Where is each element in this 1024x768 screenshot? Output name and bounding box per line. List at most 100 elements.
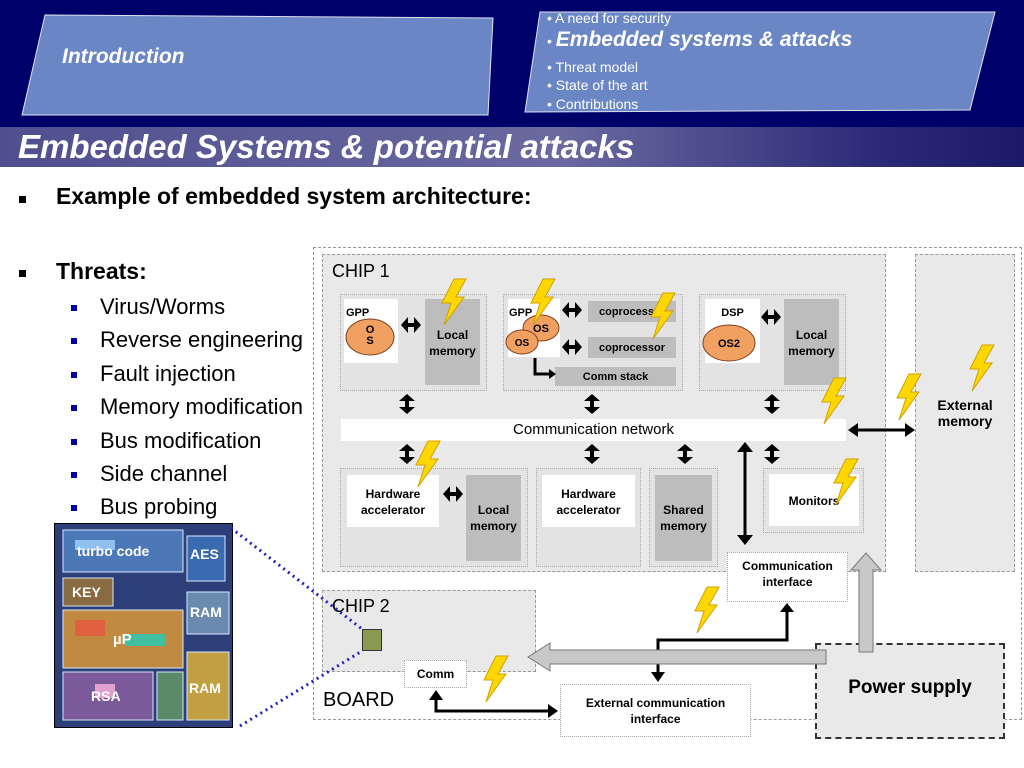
vertical-arrow [677, 444, 693, 464]
coprocessor-1-label: coprocessor [598, 306, 666, 318]
comm-interface-box [727, 552, 848, 602]
sub-bullet [71, 505, 77, 511]
threat-item: Side channel [100, 461, 228, 486]
die-label: RSA [91, 688, 121, 704]
threat-item: Bus modification [100, 428, 262, 453]
os-a-label: OS [533, 323, 549, 335]
comm-interface-label: Communication interface [742, 559, 833, 589]
local-memory-2 [466, 475, 521, 561]
bullet-threats: Threats: [56, 258, 147, 284]
die-label: turbo code [77, 543, 150, 559]
header-tabs [21, 11, 996, 116]
local-memory-3-label: Local memory [788, 328, 835, 358]
comm-box [404, 660, 467, 688]
dsp-label: DSP [721, 307, 744, 319]
chip2-die-icon [362, 629, 382, 651]
local-memory-1-label: Local memory [429, 328, 476, 358]
nav-item-security[interactable]: • A need for security [547, 10, 671, 26]
local-memory-3 [784, 299, 839, 385]
hw-acc-1-box [347, 475, 439, 527]
comm-link-connector [434, 700, 548, 713]
ext-comm-interface-label: External communication interface [585, 696, 726, 726]
zoom-line-top [230, 526, 363, 631]
threat-item: Bus probing [100, 494, 218, 519]
shared-memory-label: Shared memory [660, 503, 707, 533]
title-bar [0, 127, 1024, 167]
vertical-arrow [399, 394, 415, 414]
lightning-icon [415, 440, 441, 488]
comm-stack-connector [533, 358, 553, 376]
lightning-icon [650, 292, 676, 340]
nav-item-embedded[interactable]: • Embedded systems & attacks [547, 28, 852, 52]
comm-label: Comm [416, 667, 455, 681]
lightning-icon [821, 377, 847, 425]
hw-acc-2-label: Hardware accelerator [556, 487, 621, 517]
threat-item: Virus/Worms [100, 294, 226, 319]
vertical-arrow [584, 394, 600, 414]
bidirectional-arrow [562, 302, 582, 318]
lightning-icon [969, 344, 995, 392]
lightning-icon [441, 278, 467, 326]
slide-title: Embedded Systems & potential attacks [18, 128, 635, 165]
die-label: RAM [189, 680, 221, 696]
sub-bullet [71, 439, 77, 445]
threat-item: Reverse engineering [100, 327, 304, 352]
gpp2-label: GPP [509, 307, 533, 319]
lightning-icon [833, 458, 859, 506]
external-memory-region [915, 254, 1015, 572]
shared-memory [655, 475, 712, 561]
vertical-arrow [584, 444, 600, 464]
nav-item-state-of-art[interactable]: • State of the art [547, 77, 648, 93]
external-memory-label: External memory [937, 397, 993, 429]
bullet-example: Example of embedded system architecture: [56, 183, 532, 209]
power-arrow-left [527, 642, 827, 672]
bullet-square [19, 196, 26, 203]
lightning-icon [483, 655, 509, 703]
power-supply-label: Power supply [848, 677, 972, 698]
chip1-label: CHIP 1 [332, 261, 390, 281]
sub-bullet [71, 338, 77, 344]
nav-active-bullet: • [547, 33, 552, 49]
communication-network-label: Communication network [513, 421, 674, 438]
bidirectional-arrow [401, 317, 421, 333]
gpp1-label: GPP [346, 307, 370, 319]
lightning-icon [896, 373, 922, 421]
power-arrow-up [849, 552, 883, 653]
power-supply-box [815, 643, 1005, 739]
outline-tab-shape [524, 11, 996, 113]
chip-die-photo: turbo code AES KEY RAM µP RAM RSA [54, 523, 233, 728]
coprocessor-2 [588, 337, 676, 358]
communication-network [341, 419, 846, 441]
comm-stack-label: Comm stack [582, 371, 649, 383]
monitors-label: Monitors [788, 494, 840, 508]
hw-acc-2-box [542, 475, 635, 527]
intro-tab[interactable]: Introduction [62, 45, 185, 68]
coprocessor-2-label: coprocessor [598, 342, 666, 354]
threat-item: Fault injection [100, 361, 236, 386]
local-memory-2-label: Local memory [470, 503, 517, 533]
sub-bullet [71, 305, 77, 311]
die-label: AES [190, 546, 219, 562]
os2-cloud-icon: OS2 [702, 324, 756, 362]
nav-item-contributions[interactable]: • Contributions [547, 96, 639, 112]
vertical-arrow [764, 444, 780, 464]
vertical-arrow [764, 394, 780, 414]
intro-tab-shape [21, 14, 494, 116]
nav-item-threat-model[interactable]: • Threat model [547, 59, 639, 75]
zoom-line-bottom [239, 649, 363, 728]
board-label: BOARD [323, 689, 395, 711]
os2-label: OS2 [718, 338, 740, 350]
die-label: µP [113, 631, 132, 648]
sub-bullet [71, 472, 77, 478]
vertical-arrow [399, 444, 415, 464]
lightning-icon [694, 586, 720, 634]
die-label: KEY [72, 584, 101, 600]
chip2-label: CHIP 2 [332, 596, 390, 616]
sub-bullet [71, 372, 77, 378]
threat-item: Memory modification [100, 394, 303, 419]
bidirectional-arrow [443, 486, 463, 502]
bidirectional-arrow [562, 339, 582, 355]
os-cloud-icon: OS [505, 329, 539, 355]
